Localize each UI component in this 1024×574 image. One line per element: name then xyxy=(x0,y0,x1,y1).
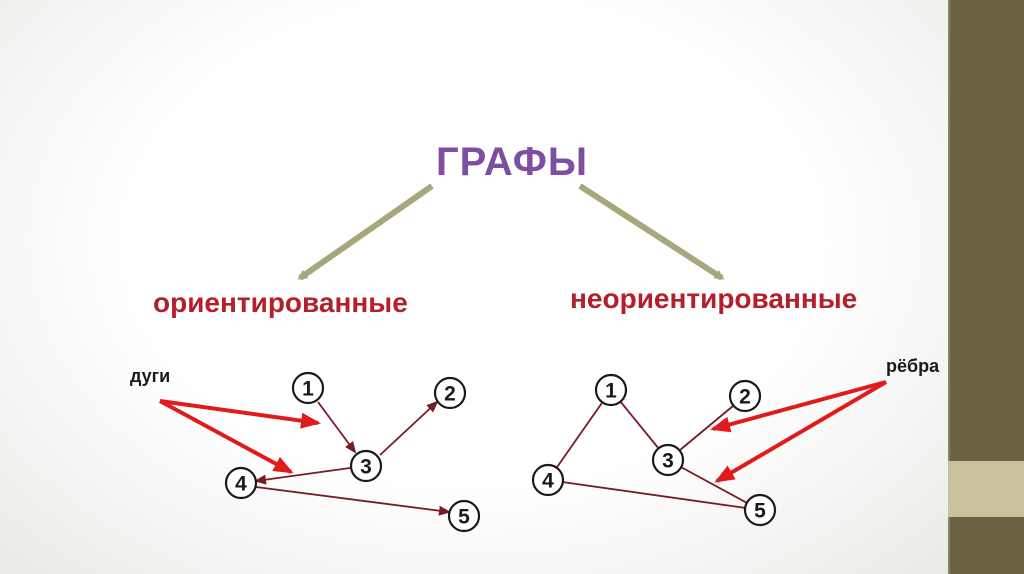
svg-text:4: 4 xyxy=(235,473,247,496)
side-strip-edge xyxy=(948,0,950,574)
directed-node-2: 2 xyxy=(433,376,467,410)
arc-3-4 xyxy=(254,467,351,485)
edges-annotation: рёбра xyxy=(886,356,940,376)
pointer-arrow-edge-2 xyxy=(714,380,888,483)
edge-3-5 xyxy=(667,459,761,511)
tree-arrow-left xyxy=(297,183,434,281)
directed-pointer-arrows xyxy=(159,399,321,474)
arc-4-5 xyxy=(255,486,451,516)
svg-text:5: 5 xyxy=(458,506,470,529)
edge-4-5 xyxy=(547,479,761,511)
tree-arrows xyxy=(297,183,725,281)
pointer-arrow-edge-1 xyxy=(710,380,887,433)
svg-text:5: 5 xyxy=(754,500,766,523)
pointer-arrow-arc-1 xyxy=(159,399,321,429)
svg-text:2: 2 xyxy=(444,383,456,406)
svg-text:4: 4 xyxy=(542,470,554,493)
undirected-node-5: 5 xyxy=(743,493,777,527)
undirected-pointer-arrows xyxy=(710,380,888,483)
slide-background xyxy=(0,0,948,574)
svg-text:1: 1 xyxy=(302,378,314,401)
directed-graph: 1 2 3 4 5 xyxy=(224,371,481,533)
arcs-annotation: дуги xyxy=(130,366,171,386)
side-accent-bar xyxy=(948,461,1024,517)
undirected-node-2: 2 xyxy=(728,379,762,413)
directed-node-3: 3 xyxy=(349,449,383,483)
undirected-category-label: неориентированные xyxy=(570,283,858,314)
directed-node-1: 1 xyxy=(291,371,325,405)
undirected-node-3: 3 xyxy=(651,443,685,477)
directed-category-label: ориентированные xyxy=(153,287,408,318)
edge-2-3 xyxy=(667,395,746,461)
tree-arrow-right xyxy=(578,183,725,281)
directed-node-5: 5 xyxy=(447,499,481,533)
svg-text:1: 1 xyxy=(605,380,617,403)
svg-text:3: 3 xyxy=(360,456,372,479)
svg-text:3: 3 xyxy=(662,450,674,473)
undirected-graph: 1 2 3 4 5 xyxy=(531,373,777,527)
arc-1-3 xyxy=(317,401,357,454)
page-title: ГРАФЫ xyxy=(436,140,589,184)
svg-text:2: 2 xyxy=(739,386,751,409)
edge-1-4 xyxy=(547,389,612,481)
arc-3-2 xyxy=(379,400,439,456)
undirected-node-1: 1 xyxy=(594,373,628,407)
undirected-node-4: 4 xyxy=(531,463,565,497)
pointer-arrow-arc-2 xyxy=(159,399,294,474)
directed-node-4: 4 xyxy=(224,466,258,500)
graph-diagram: 1 2 3 4 5 1 2 3 xyxy=(159,183,888,533)
